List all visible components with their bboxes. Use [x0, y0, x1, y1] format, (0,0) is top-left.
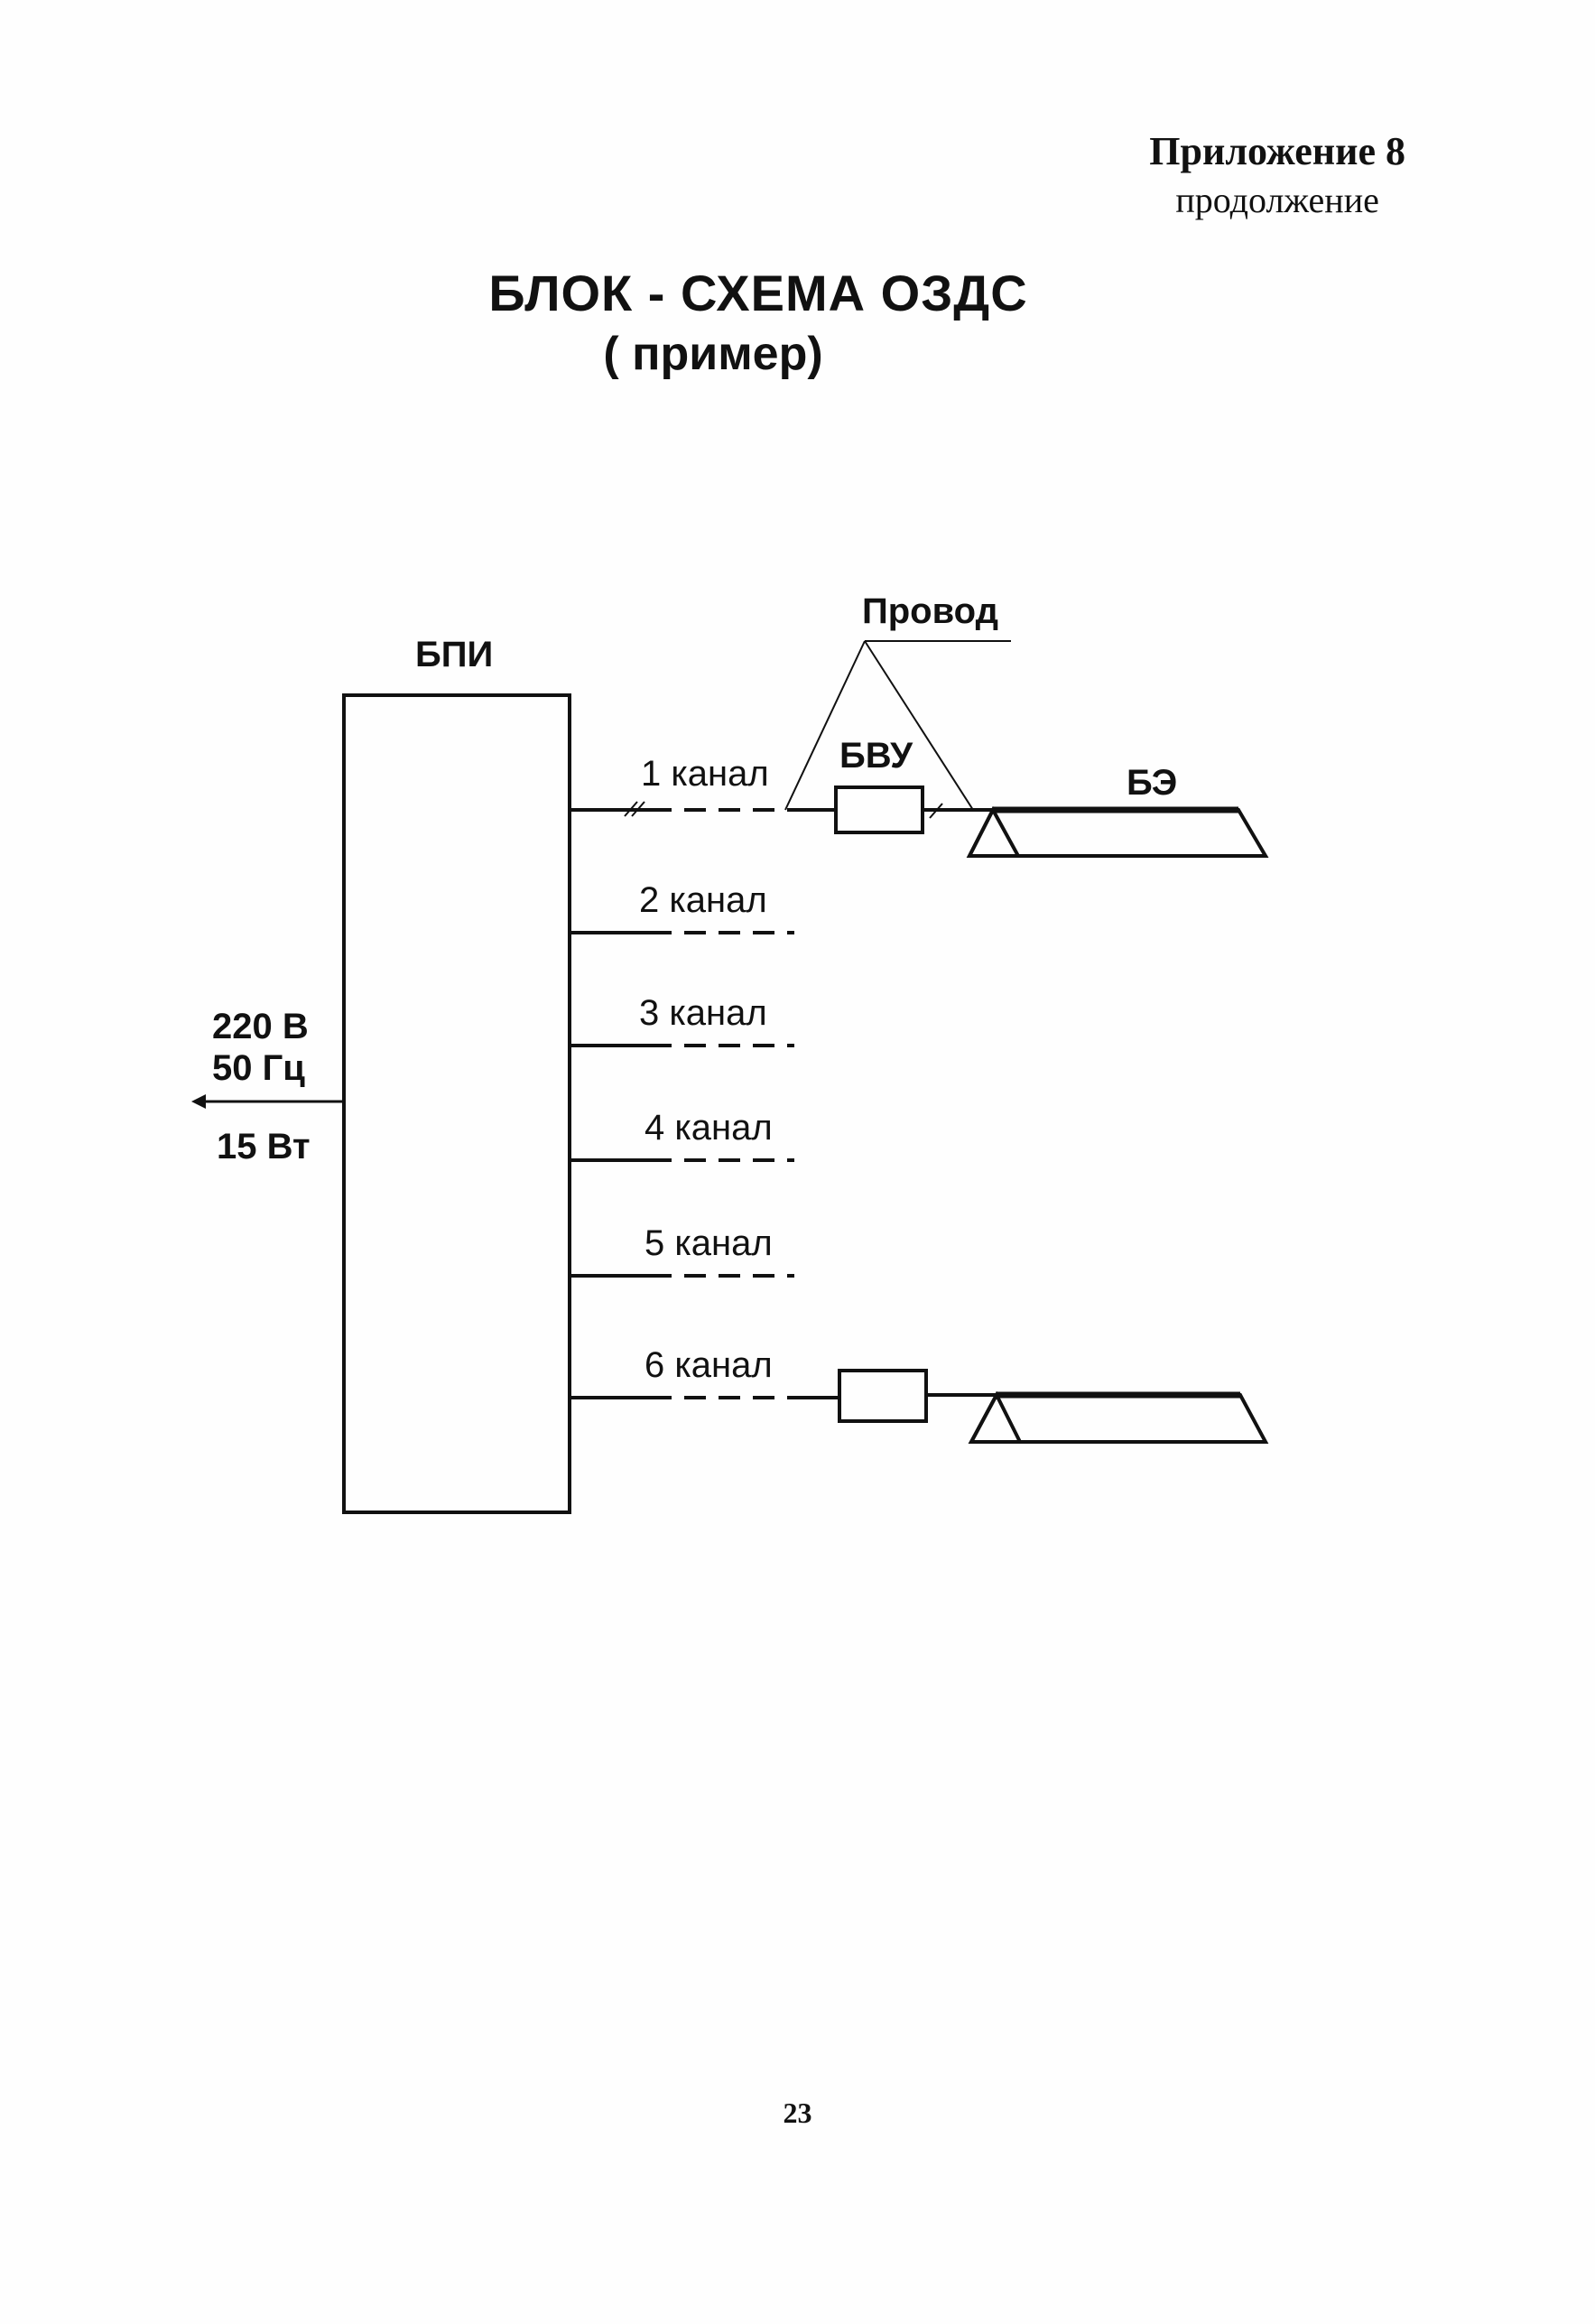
channel-5-label: 5 канал: [644, 1223, 773, 1263]
channel-2-label: 2 канал: [639, 880, 767, 920]
continuation-label: продолжение: [1175, 180, 1379, 220]
channel-6-label: 6 канал: [644, 1345, 773, 1385]
power-voltage: 220 В: [212, 1007, 309, 1046]
bpi-label: БПИ: [415, 635, 493, 674]
channel-3-label: 3 канал: [639, 993, 767, 1033]
bvu-tick: [929, 803, 943, 819]
power-frequency: 50 Гц: [212, 1048, 305, 1088]
page-number: 23: [783, 2096, 812, 2129]
wire-label: Провод: [862, 591, 998, 631]
be-label: БЭ: [1127, 763, 1177, 803]
power-wattage: 15 Вт: [217, 1127, 311, 1167]
title-main: БЛОК - СХЕМА ОЗДС: [488, 265, 1028, 321]
bvu-block-1: [834, 786, 924, 834]
wire-leader-right: [864, 640, 974, 811]
bvu-block-6: [838, 1369, 928, 1423]
page-title: БЛОК - СХЕМА ОЗДС ( пример): [469, 262, 1047, 383]
bvu-label: БВУ: [839, 736, 913, 776]
be-triangle-6: [968, 1390, 1024, 1444]
channel-1-tick: [631, 801, 645, 817]
wire-leader-left: [784, 640, 866, 811]
power-arrow-icon: [191, 1094, 206, 1109]
bpi-block: [342, 693, 571, 1514]
title-sub: ( пример): [603, 328, 823, 380]
channel-4-label: 4 канал: [644, 1108, 773, 1148]
appendix-header: Приложение 8 продолжение: [1149, 126, 1405, 224]
channel-1-tick: [624, 801, 638, 817]
appendix-label: Приложение 8: [1149, 129, 1405, 173]
channel-1-label: 1 канал: [641, 754, 769, 794]
be-triangle-1: [966, 805, 1022, 858]
